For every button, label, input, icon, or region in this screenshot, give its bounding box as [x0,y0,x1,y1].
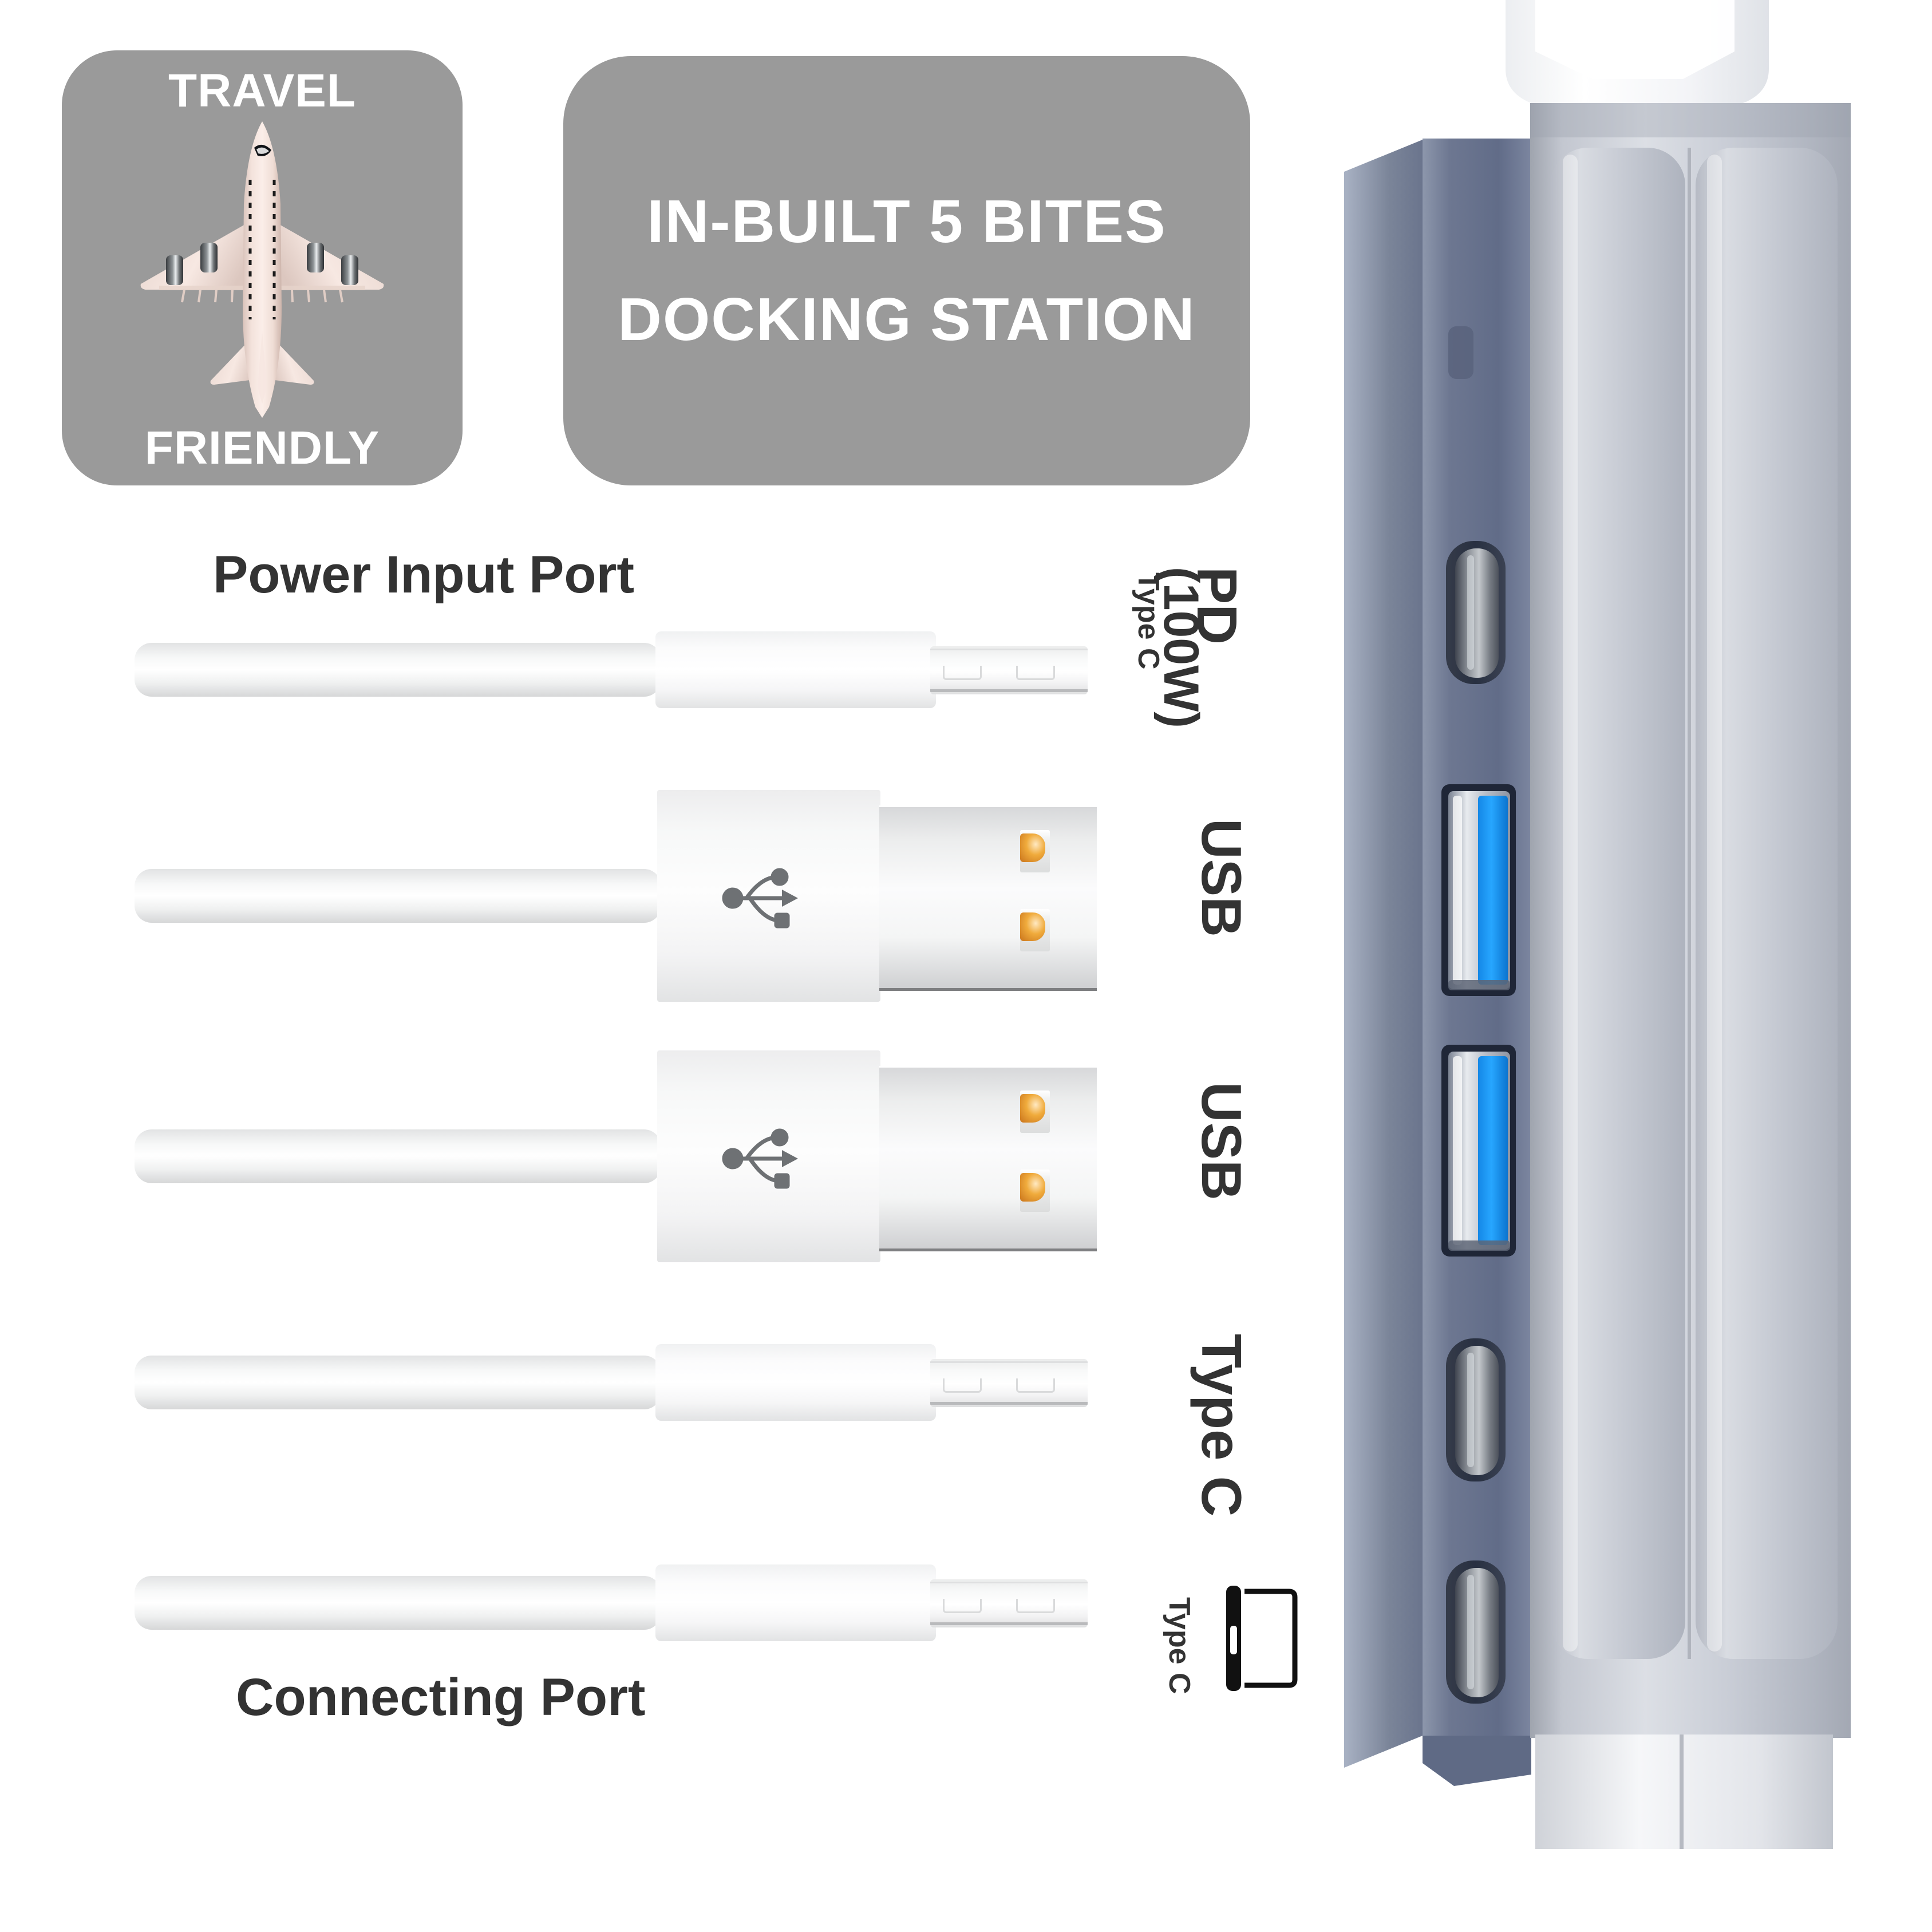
dock-vent-slot [1448,326,1473,379]
usb-a-metal-shield [879,805,1097,991]
port-label-usb-1: USB [1190,819,1253,937]
docking-station-product-image [1334,0,1932,1849]
usb-trident-icon [720,864,806,932]
dock-left-bevel [1344,139,1425,1768]
type-c-connector-body [655,631,936,708]
type-c-connector-body [655,1344,936,1421]
travel-badge-top-label: TRAVEL [168,65,356,117]
port-label-type-c-2: Type C [1163,1597,1196,1694]
usb-a-shell [657,790,880,1002]
cable-wire [135,643,661,697]
port-label-usb-2: USB [1190,1082,1253,1200]
device-outline-icon [1218,1581,1298,1696]
cable-row-pd [0,615,1191,741]
usb-a-metal-shield [879,1066,1097,1251]
cable-row-type-c-2 [0,1548,1191,1674]
product-title-badge: IN-BUILT 5 BITES DOCKING STATION [563,56,1250,485]
airplane-icon [62,114,463,425]
title-line-2: DOCKING STATION [618,286,1196,353]
power-input-port-label: Power Input Port [213,546,634,604]
dock-port-usb-c-1 [1446,1338,1506,1481]
usb-a-shell [657,1050,880,1262]
dock-port-usb-a-2 [1441,1045,1516,1257]
port-label-pd-typec: Type C [1132,572,1165,670]
type-c-connector-tip [930,646,1088,694]
stand-arm [1535,1735,1833,1849]
usb-blue-insert [1478,796,1508,985]
usb-blue-insert [1478,1056,1508,1245]
cable-wire [135,1576,661,1630]
usb-contact-pin [1020,909,1050,951]
type-c-connector-tip [930,1579,1088,1627]
dock-pad-right [1696,148,1838,1659]
cable-row-type-c-1 [0,1328,1191,1454]
type-c-connector-tip [930,1359,1088,1407]
dock-port-usb-c-pd [1446,541,1506,684]
travel-badge-bottom-label: FRIENDLY [144,422,380,474]
travel-friendly-badge: TRAVEL [62,50,463,485]
usb-contact-pin [1020,1170,1050,1212]
dock-port-usb-a-1 [1441,784,1516,996]
cable-row-usb-1 [0,776,1191,1016]
usb-trident-icon [720,1125,806,1192]
cable-wire [135,1129,661,1183]
type-c-connector-body [655,1564,936,1641]
cable-row-usb-2 [0,1036,1191,1277]
connecting-port-label: Connecting Port [236,1668,646,1726]
port-label-type-c-1: Type C [1190,1334,1253,1517]
title-line-1: IN-BUILT 5 BITES [647,187,1167,255]
cable-wire [135,1356,661,1409]
cable-wire [135,869,661,923]
usb-contact-pin [1020,1091,1050,1133]
dock-pad-left [1550,148,1685,1659]
usb-contact-pin [1020,830,1050,872]
dock-port-usb-c-2 [1446,1560,1506,1704]
